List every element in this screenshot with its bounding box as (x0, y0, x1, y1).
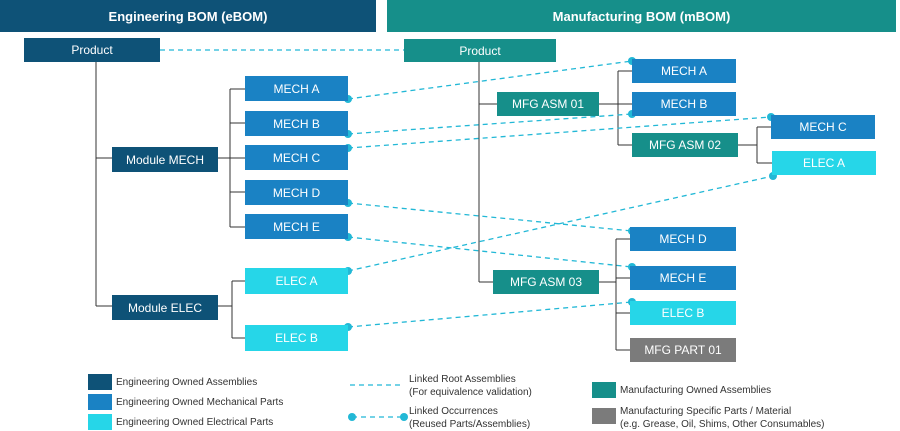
legend-swatch-eng-mech (88, 394, 112, 410)
legend-eng-mech: Engineering Owned Mechanical Parts (116, 397, 284, 408)
ebom-mech-a[interactable]: MECH A (245, 76, 348, 101)
ebom-elec-b[interactable]: ELEC B (245, 325, 348, 351)
legend-swatch-mfg-assemblies (592, 382, 616, 398)
mbom-elec-b[interactable]: ELEC B (630, 301, 736, 325)
mbom-mfg-asm-03[interactable]: MFG ASM 03 (493, 270, 599, 294)
ebom-module-mech[interactable]: Module MECH (112, 147, 218, 172)
mbom-elec-a[interactable]: ELEC A (772, 151, 876, 175)
ebom-module-elec[interactable]: Module ELEC (112, 295, 218, 320)
mbom-mech-a[interactable]: MECH A (632, 59, 736, 83)
legend-linked-occ-1: Linked Occurrences (409, 406, 498, 417)
legend-mfg-specific-2: (e.g. Grease, Oil, Shims, Other Consumab… (620, 419, 825, 430)
legend-swatch-eng-assemblies (88, 374, 112, 390)
mbom-mfg-asm-02[interactable]: MFG ASM 02 (632, 133, 738, 157)
legend-eng-elec: Engineering Owned Electrical Parts (116, 417, 274, 428)
ebom-mech-b[interactable]: MECH B (245, 111, 348, 136)
mbom-mech-d[interactable]: MECH D (630, 227, 736, 251)
mbom-mech-b[interactable]: MECH B (632, 92, 736, 116)
legend-mfg-specific-1: Manufacturing Specific Parts / Material (620, 406, 792, 417)
mbom-mech-c[interactable]: MECH C (771, 115, 875, 139)
ebom-mech-e[interactable]: MECH E (245, 214, 348, 239)
ebom-mech-c[interactable]: MECH C (245, 145, 348, 170)
mbom-product[interactable]: Product (404, 39, 556, 62)
mbom-mfg-asm-01[interactable]: MFG ASM 01 (497, 92, 599, 116)
legend-eng-assemblies: Engineering Owned Assemblies (116, 377, 258, 388)
legend-swatch-mfg-specific (592, 408, 616, 424)
mbom-mfg-part-01[interactable]: MFG PART 01 (630, 338, 736, 362)
legend-mfg-assemblies: Manufacturing Owned Assemblies (620, 385, 772, 396)
ebom-elec-a[interactable]: ELEC A (245, 268, 348, 294)
ebom-header: Engineering BOM (eBOM) (0, 0, 376, 32)
mbom-header: Manufacturing BOM (mBOM) (387, 0, 896, 32)
legend-linked-root-2: (For equivalence validation) (409, 387, 532, 398)
mbom-mech-e[interactable]: MECH E (630, 266, 736, 290)
legend-linked-occ-2: (Reused Parts/Assemblies) (409, 419, 531, 430)
legend-linked-root-1: Linked Root Assemblies (409, 374, 516, 385)
ebom-product[interactable]: Product (24, 38, 160, 62)
ebom-mech-d[interactable]: MECH D (245, 180, 348, 205)
legend-swatch-eng-elec (88, 414, 112, 430)
